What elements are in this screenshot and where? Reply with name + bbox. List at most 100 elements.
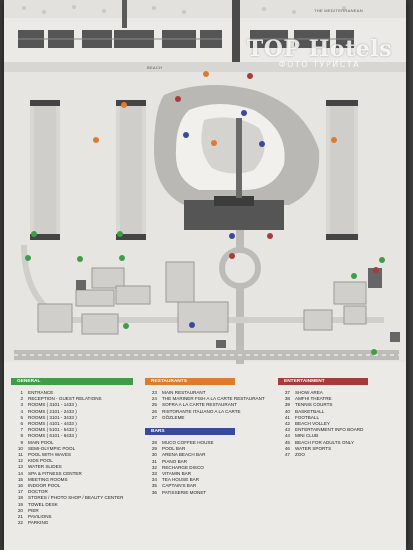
legend-item-number: 44: [284, 433, 290, 439]
legend-item: 9 MAIN POOL: [11, 440, 133, 446]
legend-item-number: 45: [284, 439, 290, 445]
tree-dots: [22, 5, 346, 14]
legend-item-number: 40: [284, 408, 290, 414]
legend-item-number: 4: [20, 408, 23, 414]
marker-bar: [259, 141, 265, 147]
legend-item-number: 47: [284, 452, 290, 458]
marker-entertainment: [175, 96, 181, 102]
marker-restaurant: [121, 102, 127, 108]
legend-item-label: BEACH FOR ADULTS ONLY: [295, 439, 355, 445]
legend-item-number: 39: [284, 402, 290, 408]
legend-item-label: TENNIS COURTS: [295, 402, 333, 408]
legend-item-label: MEETING ROOMS: [28, 476, 68, 482]
legend-item-number: 24: [151, 396, 157, 402]
legend-item-label: DOCTOR: [28, 489, 48, 495]
legend-item-label: MAIN POOL: [28, 439, 54, 445]
legend-item-number: 29: [151, 446, 157, 452]
legend-item: 23 MAIN RESTAURANT: [145, 390, 265, 396]
legend-restaurants-title: RESTAURANTS: [145, 378, 235, 385]
legend-item-number: 27: [151, 414, 157, 420]
legend-item: 19 TOWEL DESK: [11, 502, 133, 508]
legend-item-label: RECHARGE DISCO: [162, 464, 204, 470]
marker-restaurant: [93, 137, 99, 143]
legend-item-label: STORES / PHOTO SHOP / BEAUTY CENTER: [28, 495, 124, 501]
legend-item-label: ROOMS ( 6101 - 6433 ): [28, 433, 77, 439]
legend-item-label: SPA & FITNESS CENTER: [28, 470, 82, 476]
legend-item-label: INDOOR POOL: [28, 483, 61, 489]
marker-general: [31, 231, 37, 237]
legend-item-number: 21: [17, 514, 23, 520]
legend-item-number: 5: [20, 414, 23, 420]
legend-item-label: PIANO BAR: [162, 458, 188, 464]
legend-item-number: 16: [17, 483, 23, 489]
marker-entertainment: [229, 253, 235, 259]
legend-item-label: CAPTAIN'S BAR: [162, 483, 197, 489]
marker-restaurant: [211, 140, 217, 146]
legend-item-label: GÖZLEME: [162, 414, 185, 420]
legend-item-number: 15: [17, 476, 23, 482]
central-road: [236, 118, 242, 198]
legend-item-label: TOWEL DESK: [28, 501, 58, 507]
legend-item-label: PARKING: [28, 520, 49, 526]
legend-item-number: 38: [284, 396, 290, 402]
mediterranean-label: THE MEDITERRANEAN: [314, 8, 363, 13]
legend-item-number: 20: [17, 507, 23, 513]
roundabout-centre: [232, 260, 248, 276]
marker-bar: [241, 110, 247, 116]
marker-bar: [183, 132, 189, 138]
legend-item-number: 34: [151, 477, 157, 483]
legend-item-number: 37: [284, 390, 290, 395]
watermark-subtitle: ФОТО ТУРИСТА: [278, 60, 361, 69]
legend-item-number: 41: [284, 414, 290, 420]
marker-general: [123, 323, 129, 329]
legend-item-number: 13: [17, 464, 23, 470]
legend-item-label: KIDS POOL: [28, 458, 53, 464]
legend-item-number: 11: [18, 452, 23, 458]
legend-item-label: MUCO COFFEE HOUSE: [162, 440, 214, 445]
road-south: [236, 284, 244, 364]
legend-item-number: 19: [17, 501, 23, 507]
legend-item-number: 9: [20, 439, 23, 445]
legend-item-number: 43: [284, 427, 290, 433]
legend-item-label: SEMI-OLYMPIC POOL: [28, 445, 76, 451]
legend-item-label: ENTERTAINMENT INFO BOARD: [295, 427, 364, 433]
legend-item-number: 32: [151, 464, 157, 470]
legend-item-number: 26: [151, 408, 157, 414]
legend-entertainment-title: ENTERTAINMENT: [278, 378, 368, 385]
legend-item-number: 2: [20, 396, 23, 402]
pier-small: [122, 0, 127, 28]
building-left: [30, 100, 60, 240]
legend-item-label: SOFRA A LA CARTE RESTAURANT: [162, 402, 237, 408]
legend-item: 39 TENNIS COURTS: [278, 402, 368, 408]
legend-item-label: ZOO: [295, 452, 305, 458]
watermark-brand: TOP Hotels: [246, 36, 392, 62]
legend-item-label: ROOMS ( 3101 - 1433 ): [28, 402, 77, 408]
legend-item-number: 7: [20, 427, 23, 433]
legend-item: 45 BEACH FOR ADULTS ONLY: [278, 440, 368, 446]
legend-item-number: 6: [20, 421, 23, 427]
legend-item-label: MAIN RESTAURANT: [162, 390, 206, 395]
legend-item-label: ROOMS ( 2101 - 2433 ): [28, 408, 77, 414]
road-north: [236, 230, 244, 252]
legend-item-label: WATER SPORTS: [295, 445, 332, 451]
marker-entertainment: [247, 73, 253, 79]
legend-item-label: PATISSERIE MONET: [162, 489, 207, 495]
legend-item-label: RECEPTION - GUEST RELATIONS: [28, 396, 102, 402]
legend-item-number: 23: [151, 390, 157, 395]
